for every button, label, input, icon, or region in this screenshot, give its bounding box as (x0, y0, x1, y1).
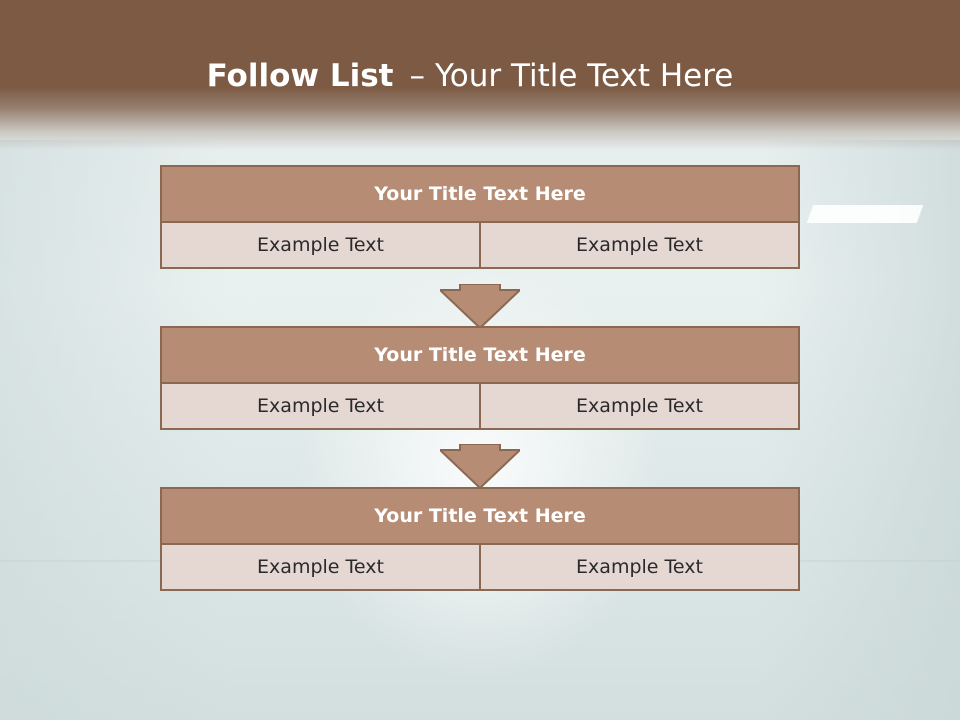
down-arrow-icon (440, 444, 520, 488)
slide-title-dash: – (409, 58, 425, 94)
down-arrow-icon (440, 284, 520, 328)
slide-title-rest: Your Title Text Here (434, 58, 734, 94)
block-title: Your Title Text Here (160, 487, 800, 545)
block-cell-left: Example Text (160, 221, 481, 269)
block-cell-right: Example Text (479, 543, 800, 591)
block-cell-right: Example Text (479, 221, 800, 269)
title-banner (0, 0, 960, 150)
block-title: Your Title Text Here (160, 165, 800, 223)
slide-title-bold: Follow List (206, 58, 394, 94)
block-cell-right: Example Text (479, 382, 800, 430)
ceiling-light (806, 205, 924, 223)
list-block-1: Your Title Text Here Example Text Exampl… (160, 165, 800, 269)
list-block-2: Your Title Text Here Example Text Exampl… (160, 326, 800, 430)
block-cell-left: Example Text (160, 543, 481, 591)
slide-title: Follow List–Your Title Text Here (0, 56, 940, 96)
block-title: Your Title Text Here (160, 326, 800, 384)
block-cell-left: Example Text (160, 382, 481, 430)
list-block-3: Your Title Text Here Example Text Exampl… (160, 487, 800, 591)
